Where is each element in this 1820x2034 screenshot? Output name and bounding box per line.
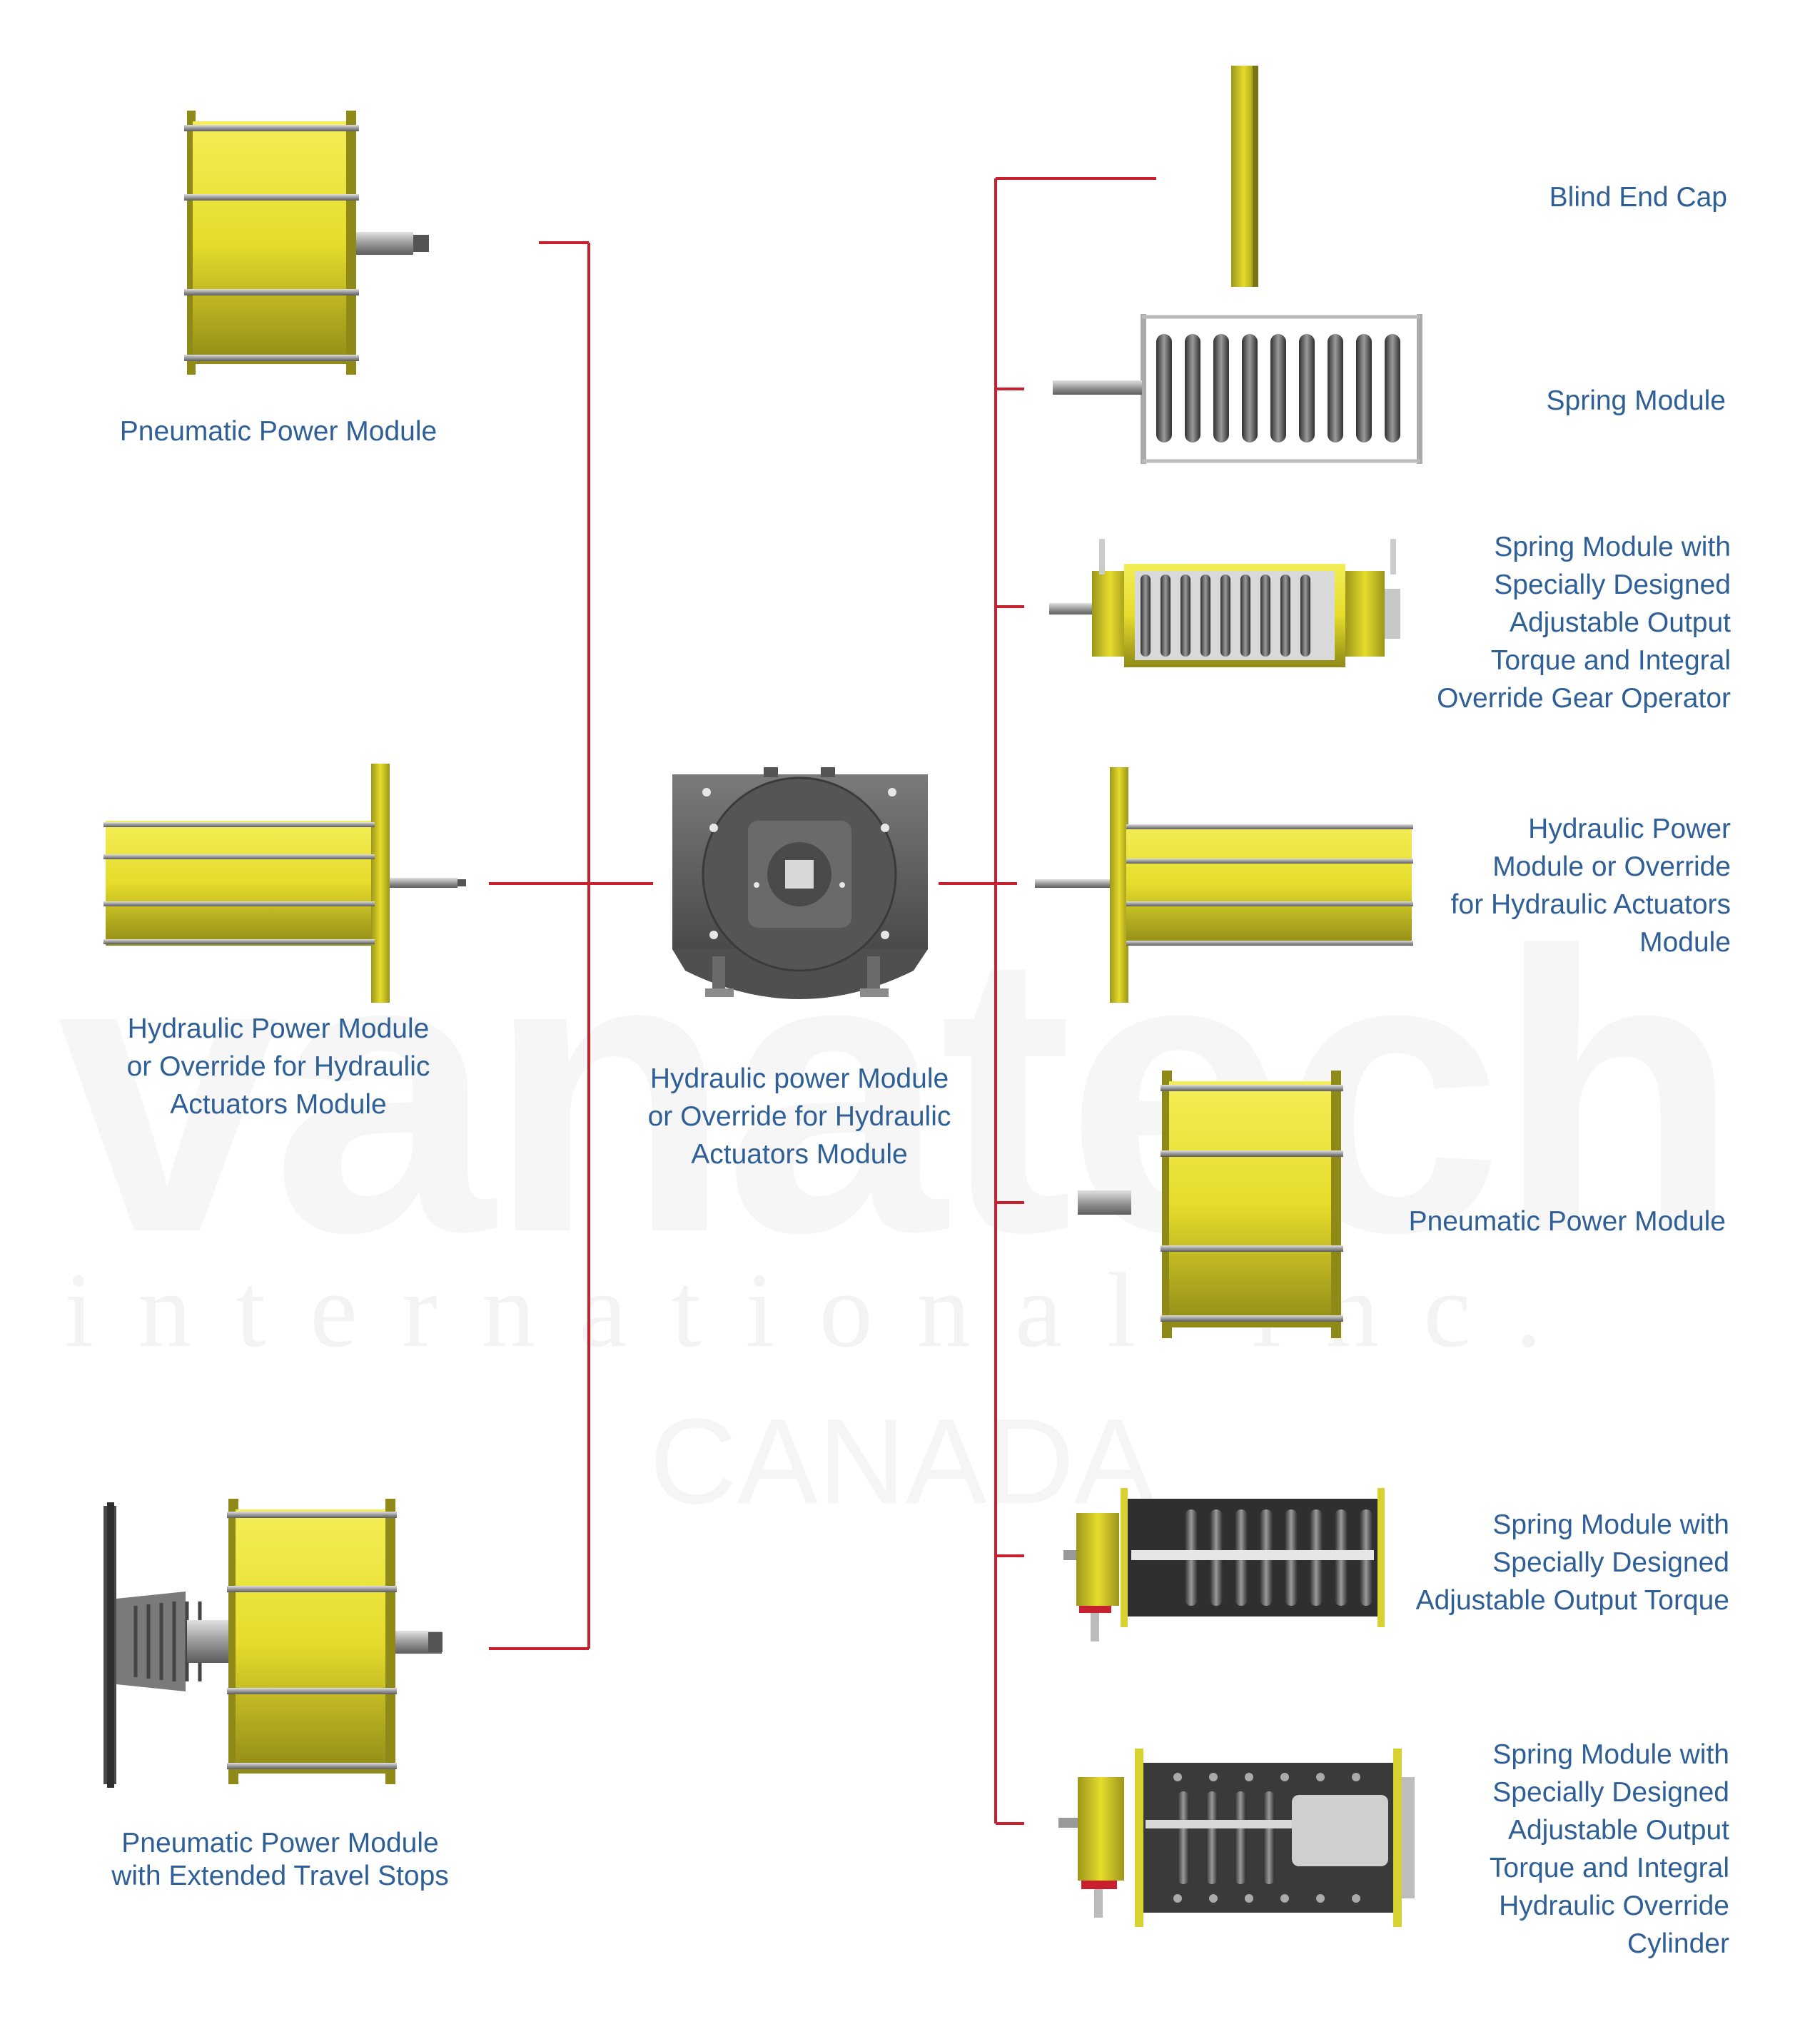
label-right-hydraulic-module: Hydraulic Power Module or Override for H… <box>1450 814 1731 958</box>
watermark-country: CANADA <box>649 1394 1156 1529</box>
label-right-spring-hydraulic-module: Spring Module with Specially Designed Ad… <box>1489 1739 1729 1959</box>
pneumatic-module-icon <box>1078 1071 1343 1338</box>
label-right-pneumatic-module: Pneumatic Power Module <box>1408 1206 1726 1237</box>
label-left-pneumatic-module: Pneumatic Power Module <box>119 416 438 447</box>
spring-torque-module-icon <box>1063 1488 1385 1641</box>
spring-module-icon <box>1053 314 1422 464</box>
label-left-pneumatic-extended-module: Pneumatic Power Module with Extended Tra… <box>111 1828 449 1891</box>
center-housing-icon <box>672 767 928 999</box>
pneumatic-module-icon <box>184 111 429 375</box>
label-center-hydraulic-module: Hydraulic power Module or Override for H… <box>647 1063 951 1170</box>
end-cap-icon <box>1231 66 1258 287</box>
label-right-spring-torque-module: Spring Module with Specially Designed Ad… <box>1415 1509 1729 1616</box>
spring-gear-module-icon <box>1049 539 1400 667</box>
label-left-hydraulic-module: Hydraulic Power Module or Override for H… <box>126 1013 430 1120</box>
pneumatic-handwheel-module-icon <box>103 1499 443 1788</box>
label-right-blind-end-cap: Blind End Cap <box>1549 182 1727 213</box>
spring-hydraulic-module-icon <box>1058 1749 1415 1927</box>
label-right-spring-module: Spring Module <box>1546 385 1726 416</box>
connector-lines <box>489 177 1156 1825</box>
label-right-spring-gear-module: Spring Module with Specially Designed Ad… <box>1437 532 1731 714</box>
hydraulic-module-icon <box>1035 767 1413 1003</box>
hydraulic-module-icon <box>103 764 466 1003</box>
